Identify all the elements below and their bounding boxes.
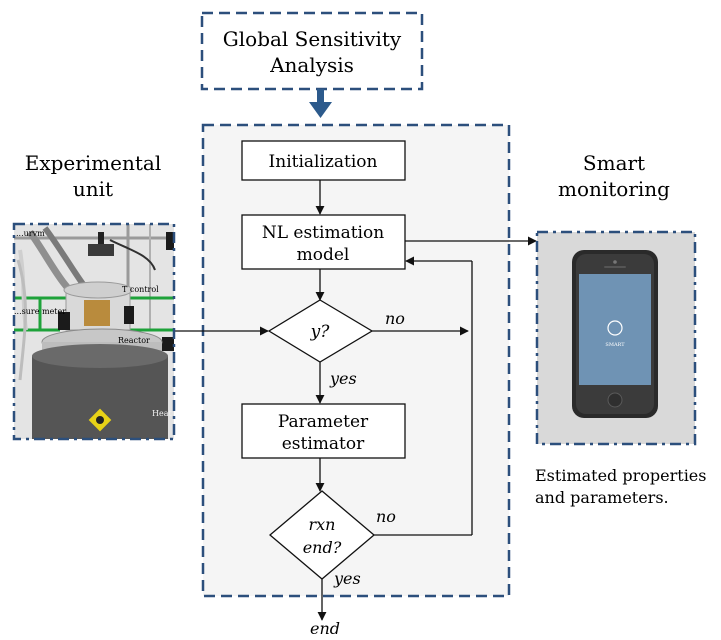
parameter-estimator-label-line1: Parameter (278, 412, 369, 432)
end-label: end (310, 619, 340, 636)
unit-label-tcontrol: T control (122, 285, 159, 294)
unit-label-pressure: ...sure meter (14, 307, 66, 316)
nl-estimation-box (241, 214, 406, 270)
smart-monitoring-title-line1: Smart (583, 151, 645, 175)
experimental-unit-title-line2: unit (73, 177, 113, 201)
monitoring-caption-line2: and parameters. (535, 488, 669, 507)
monitoring-caption-line1: Estimated properties (535, 466, 706, 485)
decision-rxn-label-line1: rxn (309, 515, 336, 534)
gsa-title-line1: Global Sensitivity (223, 27, 402, 51)
gsa-title-line2: Analysis (269, 53, 354, 77)
unit-label-reactor: Reactor (118, 336, 150, 345)
nl-estimation-label-line1: NL estimation (262, 223, 384, 243)
experimental-unit-title-line1: Experimental (25, 151, 162, 175)
decision1-no-label: no (385, 309, 405, 328)
nl-estimation-label-line2: model (297, 245, 350, 265)
unit-label-heat: Heat (152, 409, 172, 418)
decision-y-label: y? (310, 322, 331, 342)
initialization-label: Initialization (269, 152, 378, 172)
experimental-unit-image: ...urvm T control ...sure meter Reactor … (14, 224, 174, 439)
experimental-unit-frame (12, 222, 176, 441)
decision2-yes-label: yes (333, 569, 361, 588)
phone-app-label: SMART (605, 342, 625, 348)
parameter-estimator-box (241, 403, 406, 459)
decision1-yes-label: yes (329, 369, 357, 388)
decision2-no-label: no (376, 507, 396, 526)
estimation-panel (201, 123, 511, 598)
gsa-box (200, 11, 424, 91)
smart-monitoring-title-line2: monitoring (558, 177, 670, 201)
decision-rxn-label-line2: end? (303, 538, 342, 557)
parameter-estimator-label-line2: estimator (282, 434, 365, 454)
initialization-box (241, 140, 406, 181)
gsa-arrow (309, 89, 332, 118)
phone-image: SMART (537, 232, 695, 444)
unit-label-top: ...urvm (16, 229, 45, 238)
smart-monitoring-frame (535, 230, 697, 446)
